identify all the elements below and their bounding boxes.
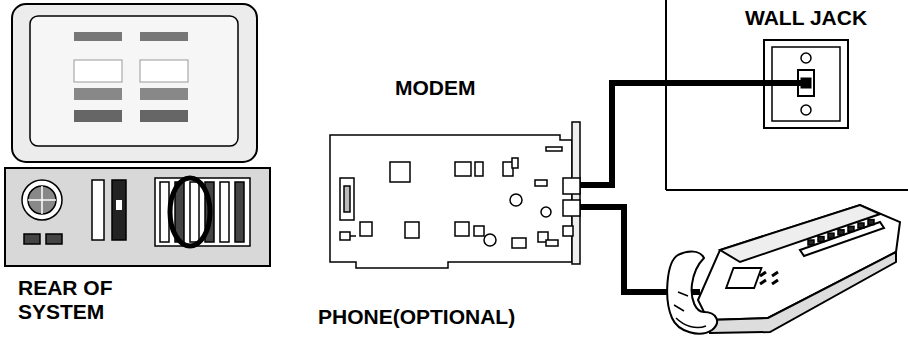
part-label: REAR OF SYSTEM <box>18 276 138 324</box>
phone-key <box>868 220 874 225</box>
system-unit-rear <box>5 168 270 266</box>
wall <box>666 0 908 190</box>
part-label: MODEM <box>395 76 505 100</box>
phone-key <box>828 233 834 238</box>
part-label: PHONE(OPTIONAL) <box>318 305 558 329</box>
slot-cover <box>220 182 229 242</box>
slot-cover <box>235 182 244 242</box>
part-label: WALL JACK <box>745 6 895 30</box>
phone-key <box>838 230 844 235</box>
phone-key <box>858 223 864 228</box>
phone-key <box>818 237 824 242</box>
phone-key <box>848 226 854 231</box>
modem-card <box>330 122 580 268</box>
monitor <box>12 4 257 162</box>
telephone <box>667 205 900 334</box>
phone-key <box>808 240 814 245</box>
slot-cover <box>190 182 199 242</box>
